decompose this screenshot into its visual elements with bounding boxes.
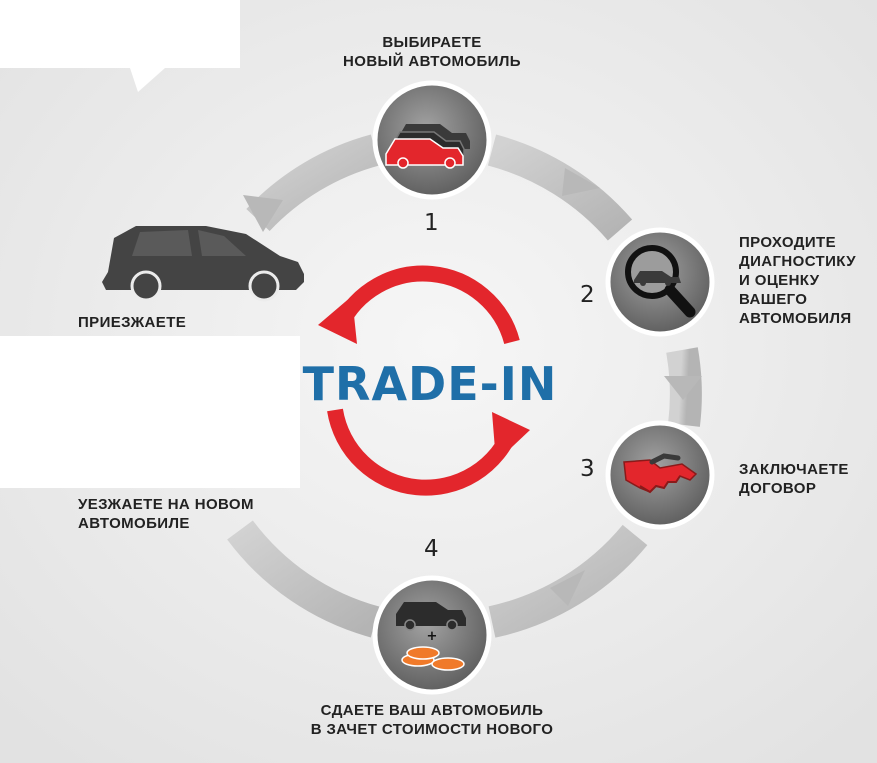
car-silhouette-icon (102, 226, 304, 302)
ring-arrowhead-bottom-right (550, 570, 585, 606)
step-1-label: ВЫБИРАЕТЕ НОВЫЙ АВТОМОБИЛЬ (322, 33, 542, 71)
step-2-label-line-1: ПРОХОДИТЕ (739, 234, 837, 251)
step-number-3: 3 (580, 456, 595, 482)
step-2-label-line-2: ДИАГНОСТИКУ (739, 253, 856, 270)
ring-segment-top-right (487, 134, 633, 241)
red-arrow-top (332, 265, 520, 345)
red-arrow-bottom (327, 408, 520, 496)
step-4-label: СДАЕТЕ ВАШ АВТОМОБИЛЬ В ЗАЧЕТ СТОИМОСТИ … (282, 701, 582, 739)
step-2-label-line-4: ВАШЕГО (739, 291, 808, 308)
arrive-label-line-1: ПРИЕЗЖАЕТЕ (78, 314, 187, 331)
red-arrowhead-top (318, 296, 357, 344)
step-1-label-line-1: ВЫБИРАЕТЕ (382, 34, 482, 51)
leave-label: УЕЗЖАЕТЕ НА НОВОМ АВТОМОБИЛЕ (78, 495, 254, 533)
step-circle-4: + (372, 575, 492, 695)
blank-box-left (0, 336, 300, 488)
car-plus-coins-icon: + (396, 602, 466, 671)
trade-in-cycle-arrows (327, 265, 520, 496)
red-arrowhead-bottom (492, 412, 530, 462)
step-circle-1 (372, 80, 492, 200)
step-number-4: 4 (424, 536, 439, 562)
trade-in-logo: TRADE-IN (303, 357, 558, 411)
step-4-label-line-2: В ЗАЧЕТ СТОИМОСТИ НОВОГО (310, 721, 554, 738)
bubble-tail (130, 68, 165, 92)
step-4-label-line-1: СДАЕТЕ ВАШ АВТОМОБИЛЬ (320, 702, 544, 719)
cars-icon (385, 124, 470, 169)
step-2-label-line-3: И ОЦЕНКУ (739, 272, 820, 289)
step-2-label-line-5: АВТОМОБИЛЯ (739, 310, 852, 327)
ring-arrowhead-right (664, 376, 702, 400)
ring-arrowheads (243, 168, 702, 606)
leave-label-line-1: УЕЗЖАЕТЕ НА НОВОМ (78, 496, 254, 513)
step-circle-2 (605, 227, 715, 337)
magnifier-car-icon (625, 245, 696, 318)
ring-arrowhead-top-right (562, 168, 600, 196)
svg-text:+: + (427, 629, 438, 644)
step-3-label-line-1: ЗАКЛЮЧАЕТЕ (739, 461, 849, 478)
step-number-2: 2 (580, 282, 595, 308)
step-circle-3 (605, 420, 715, 530)
ring-segment-bottom-left (227, 520, 380, 638)
step-2-label: ПРОХОДИТЕ ДИАГНОСТИКУ И ОЦЕНКУ ВАШЕГО АВ… (739, 233, 856, 328)
ring-arrowhead-top-left (243, 195, 283, 232)
step-number-1: 1 (424, 210, 439, 236)
step-1-label-line-2: НОВЫЙ АВТОМОБИЛЬ (343, 53, 521, 70)
step-3-label: ЗАКЛЮЧАЕТЕ ДОГОВОР (739, 460, 849, 498)
blank-box-top-left (0, 0, 240, 68)
arrive-label: ПРИЕЗЖАЕТЕ (78, 313, 186, 332)
handshake-icon (623, 453, 698, 494)
step-3-label-line-2: ДОГОВОР (739, 480, 817, 497)
leave-label-line-2: АВТОМОБИЛЕ (78, 515, 190, 532)
